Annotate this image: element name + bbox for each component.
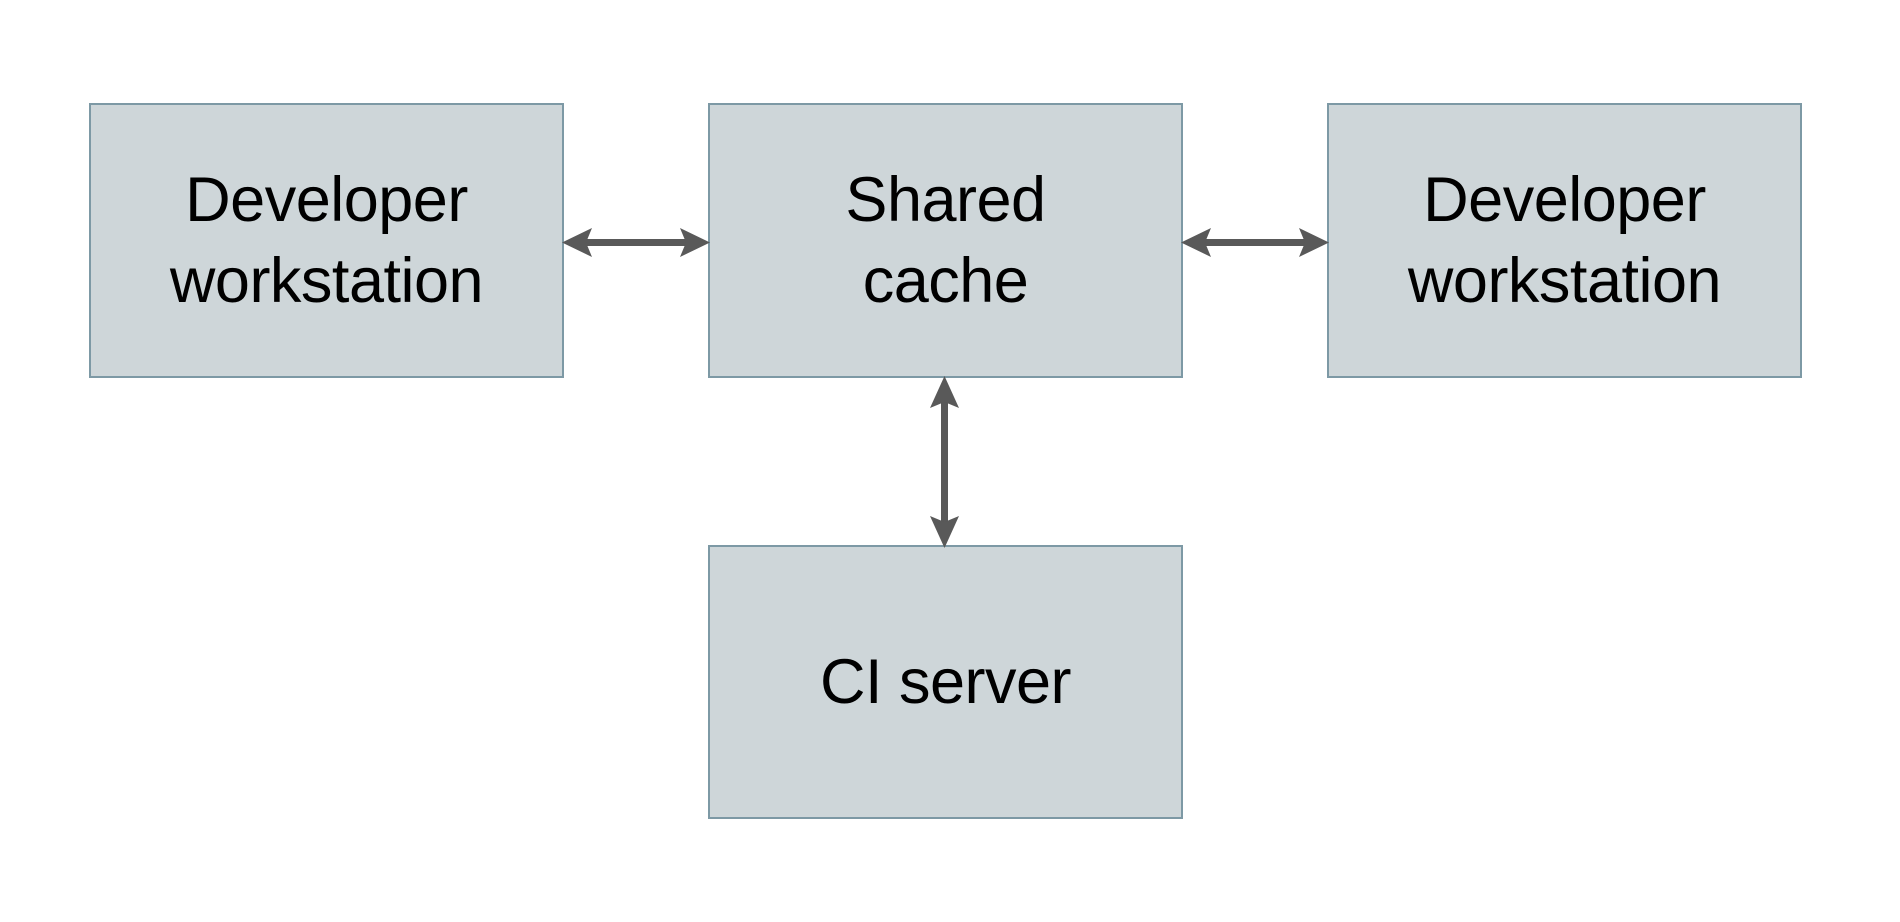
node-developer-workstation-right[interactable]: Developer workstation	[1327, 103, 1802, 378]
node-developer-workstation-left[interactable]: Developer workstation	[89, 103, 564, 378]
node-ci-server[interactable]: CI server	[708, 545, 1183, 819]
edge-shared-cache-to-ci-server-double-arrow	[930, 376, 959, 548]
edge-shared-cache-to-developer-right-double-arrow	[1181, 228, 1329, 257]
edge-developer-left-to-shared-cache-double-arrow	[562, 228, 710, 257]
node-shared-cache[interactable]: Shared cache	[708, 103, 1183, 378]
